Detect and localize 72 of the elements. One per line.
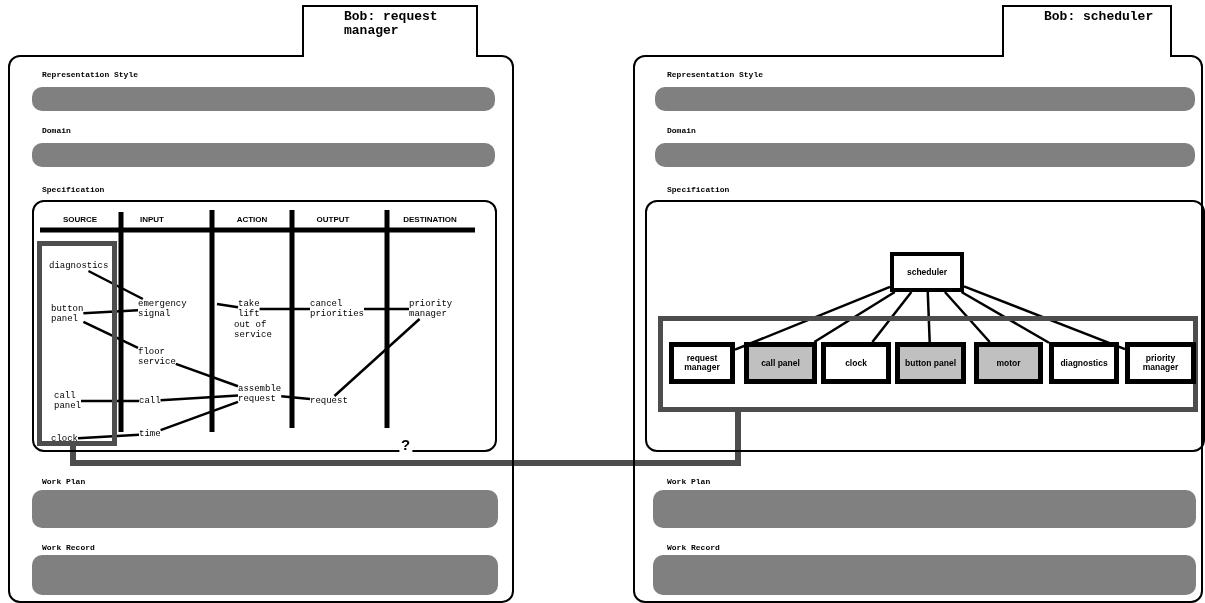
connector-line <box>70 412 741 466</box>
item-label: call panel <box>54 391 81 411</box>
module-box: scheduler <box>890 252 964 292</box>
item-label: floor service <box>138 347 176 367</box>
empty-field-bar <box>655 87 1195 111</box>
item-label: out of service <box>234 320 272 340</box>
section-heading: Work Plan <box>42 477 86 487</box>
section-heading: Representation Style <box>667 70 763 80</box>
title-tab: Bob: request manager <box>302 5 478 57</box>
connector-line <box>160 400 239 432</box>
connector-line <box>259 307 310 311</box>
section-heading: Domain <box>667 126 696 136</box>
section-heading: Work Record <box>667 543 720 553</box>
column-header: OUTPUT <box>316 215 350 224</box>
column-header: DESTINATION <box>403 215 457 224</box>
connector-line <box>926 291 931 343</box>
item-label: assemble request <box>238 384 282 404</box>
edge-label: ? <box>398 437 413 453</box>
section-heading: Representation Style <box>42 70 138 80</box>
empty-field-bar <box>655 143 1195 167</box>
section-heading: Work Record <box>42 543 95 553</box>
connector-line <box>77 433 140 440</box>
section-heading: Work Plan <box>667 477 711 487</box>
item-label: request <box>310 396 348 406</box>
connector-line <box>333 318 421 397</box>
module-box: request manager <box>669 342 735 384</box>
connector-line <box>87 269 144 301</box>
item-label: time <box>139 429 161 439</box>
section-heading: Domain <box>42 126 71 136</box>
module-box: button panel <box>895 342 966 384</box>
title-tab: Bob: scheduler <box>1002 5 1172 57</box>
empty-field-bar <box>653 490 1196 528</box>
connector-line <box>281 394 311 401</box>
item-label: call <box>139 396 161 406</box>
item-label: button panel <box>51 304 84 324</box>
section-heading: Specification <box>667 185 730 195</box>
column-header: INPUT <box>140 215 164 224</box>
connector-line <box>81 399 139 403</box>
connector-line <box>963 285 1126 351</box>
module-box: call panel <box>744 342 817 384</box>
connector-line <box>364 307 409 311</box>
item-label: diagnostics <box>49 261 109 271</box>
empty-field-bar <box>32 87 495 111</box>
connector-line <box>944 291 991 343</box>
connector-line <box>871 291 913 343</box>
empty-field-bar <box>32 555 498 595</box>
connector-line <box>734 285 891 351</box>
connector-line <box>82 320 139 350</box>
connector-line <box>813 290 896 344</box>
section-heading: Specification <box>42 185 105 195</box>
column-header: SOURCE <box>62 215 98 224</box>
item-label: priority manager <box>409 299 453 319</box>
specification-panel <box>32 200 497 452</box>
column-header: ACTION <box>236 215 268 224</box>
connector-line <box>175 362 239 388</box>
module-box: motor <box>974 342 1043 384</box>
module-box: clock <box>821 342 891 384</box>
specification-panel <box>645 200 1205 452</box>
connector-line <box>160 394 239 402</box>
connector-line <box>960 290 1050 344</box>
module-box: priority manager <box>1125 342 1196 384</box>
highlight-frame <box>37 241 117 446</box>
module-box: diagnostics <box>1049 342 1119 384</box>
connector-line <box>83 309 139 315</box>
item-label: cancel priorities <box>310 299 364 319</box>
empty-field-bar <box>653 555 1196 595</box>
empty-field-bar <box>32 143 495 167</box>
empty-field-bar <box>32 490 498 528</box>
highlight-frame <box>658 316 1198 412</box>
item-label: clock <box>51 434 78 444</box>
item-label: emergency signal <box>138 299 187 319</box>
connector-line <box>216 302 239 309</box>
